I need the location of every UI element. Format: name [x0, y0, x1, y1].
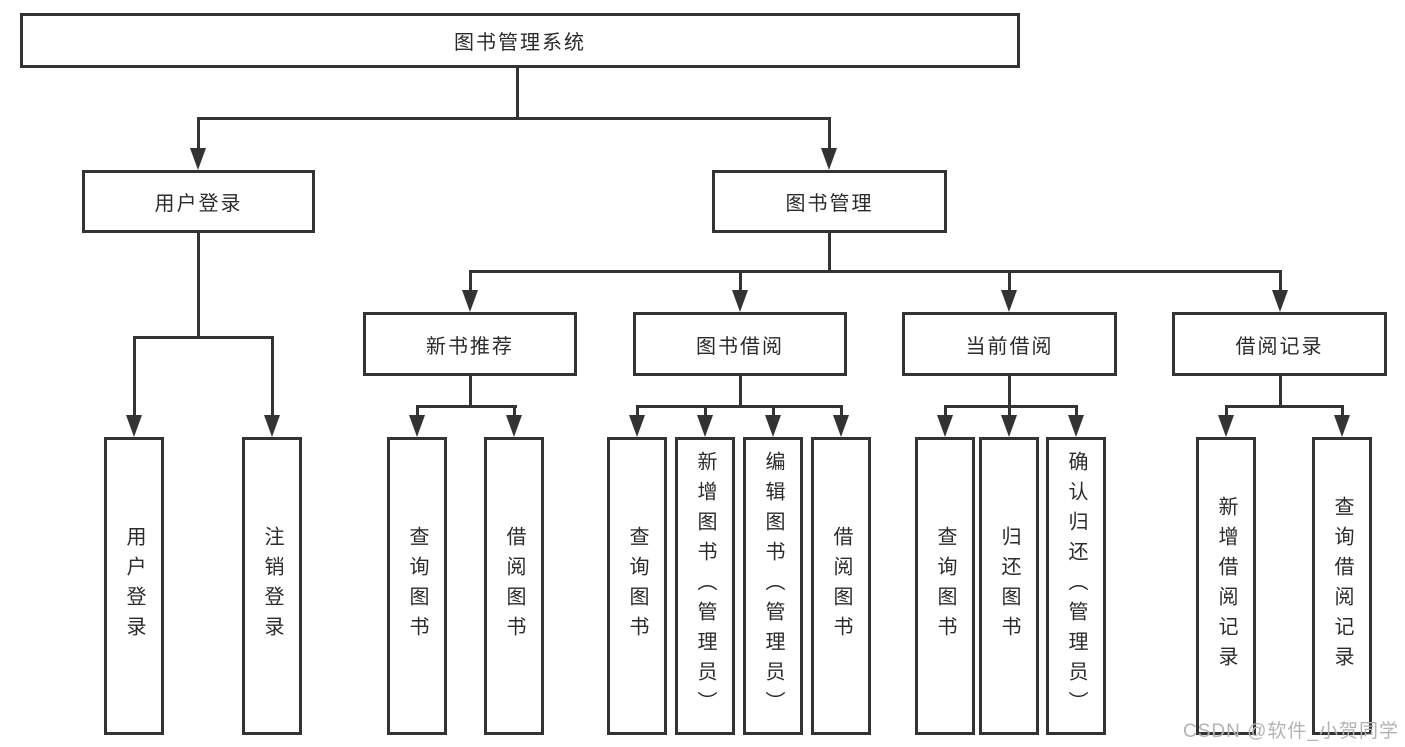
node-book-management: 图书管理 [712, 170, 947, 233]
leaf-label: 用户登录 [123, 526, 145, 646]
connector-hline [1225, 405, 1344, 408]
arrow-down [264, 415, 280, 437]
leaf-query-books-current: 查询图书 [915, 437, 975, 735]
connector-vline [1225, 405, 1228, 417]
connector-vline [1008, 376, 1011, 408]
leaf-label: 归还图书 [998, 526, 1020, 646]
connector-vline [739, 270, 742, 292]
arrow-down [409, 415, 425, 437]
connector-vline [704, 405, 707, 417]
arrow-down [732, 290, 748, 312]
node-label: 图书管理系统 [454, 32, 586, 54]
node-library-system: 图书管理系统 [20, 13, 1020, 68]
arrow-down [833, 415, 849, 437]
connector-vline [828, 117, 831, 151]
connector-hline [416, 405, 517, 408]
leaf-borrow-books-borrow: 借阅图书 [811, 437, 871, 735]
connector-hline [133, 336, 274, 339]
arrow-down [1001, 290, 1017, 312]
connector-hline [944, 405, 1078, 408]
leaf-confirm-return-admin: 确认归还（管理员） [1046, 437, 1106, 735]
connector-vline [840, 405, 843, 417]
connector-vline [1075, 405, 1078, 417]
connector-vline [1008, 270, 1011, 292]
node-label: 新书推荐 [426, 335, 514, 358]
leaf-label: 查询图书 [406, 526, 428, 646]
leaf-label: 查询借阅记录 [1331, 496, 1353, 676]
connector-vline [469, 270, 472, 292]
csdn-watermark: CSDN @软件_小贺同学 [1183, 721, 1399, 742]
node-book-borrow: 图书借阅 [633, 312, 847, 376]
leaf-label: 编辑图书（管理员） [762, 451, 784, 721]
connector-vline [1341, 405, 1344, 417]
node-borrow-records: 借阅记录 [1172, 312, 1387, 376]
leaf-label: 借阅图书 [503, 526, 525, 646]
arrow-down [462, 290, 478, 312]
connector-vline [271, 336, 274, 418]
arrow-down [937, 415, 953, 437]
leaf-label: 查询图书 [626, 526, 648, 646]
arrow-down [190, 148, 206, 170]
connector-vline [197, 233, 200, 338]
connector-vline [944, 405, 947, 417]
leaf-user-login: 用户登录 [104, 437, 164, 735]
leaf-label: 借阅图书 [830, 526, 852, 646]
leaf-label: 新增借阅记录 [1215, 496, 1237, 676]
connector-hline [469, 270, 1282, 273]
arrow-down [697, 415, 713, 437]
leaf-label: 查询图书 [934, 526, 956, 646]
arrow-down [629, 415, 645, 437]
leaf-borrow-books-recommend: 借阅图书 [484, 437, 544, 735]
connector-vline [772, 405, 775, 417]
node-label: 图书管理 [785, 193, 874, 215]
node-label: 借阅记录 [1235, 335, 1324, 358]
leaf-query-books-borrow: 查询图书 [607, 437, 667, 735]
connector-vline [416, 405, 419, 417]
connector-hline [197, 117, 831, 120]
node-current-borrow: 当前借阅 [902, 312, 1117, 376]
leaf-query-borrow-record: 查询借阅记录 [1312, 437, 1372, 735]
arrow-down [1272, 290, 1288, 312]
leaf-add-borrow-record: 新增借阅记录 [1196, 437, 1256, 735]
node-new-book-recommend: 新书推荐 [363, 312, 577, 376]
connector-vline [636, 405, 639, 417]
connector-vline [1279, 376, 1282, 408]
node-label: 当前借阅 [965, 335, 1054, 358]
connector-vline [513, 405, 516, 417]
leaf-label: 确认归还（管理员） [1065, 451, 1087, 721]
leaf-return-book: 归还图书 [979, 437, 1039, 735]
arrow-down [506, 415, 522, 437]
arrow-down [126, 415, 142, 437]
leaf-logout: 注销登录 [242, 437, 302, 735]
connector-vline [828, 233, 831, 273]
leaf-add-book-admin: 新增图书（管理员） [675, 437, 735, 735]
connector-vline [516, 68, 519, 118]
arrow-down [1334, 415, 1350, 437]
leaf-label: 新增图书（管理员） [694, 451, 716, 721]
arrow-down [1001, 415, 1017, 437]
connector-vline [469, 376, 472, 408]
leaf-edit-book-admin: 编辑图书（管理员） [743, 437, 803, 735]
arrow-down [765, 415, 781, 437]
connector-vline [1008, 405, 1011, 417]
leaf-label: 注销登录 [261, 526, 283, 646]
leaf-query-books-recommend: 查询图书 [387, 437, 447, 735]
connector-hline [636, 405, 843, 408]
arrow-down [821, 148, 837, 170]
arrow-down [1068, 415, 1084, 437]
arrow-down [1218, 415, 1234, 437]
connector-vline [197, 117, 200, 151]
node-user-login: 用户登录 [82, 170, 315, 233]
node-label: 图书借阅 [696, 335, 784, 358]
connector-vline [133, 336, 136, 418]
node-label: 用户登录 [154, 193, 243, 215]
connector-vline [739, 376, 742, 408]
connector-vline [1279, 270, 1282, 292]
